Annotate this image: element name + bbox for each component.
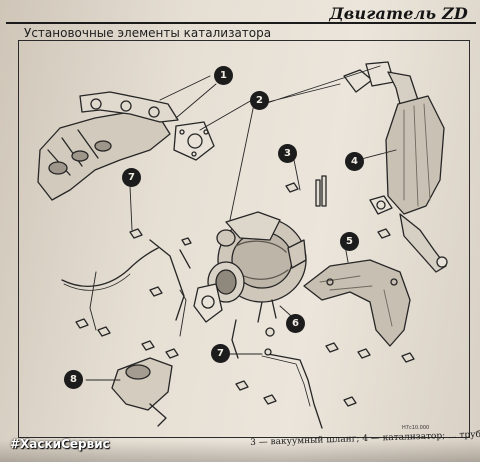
figure-code: H7c10.000	[402, 425, 430, 431]
fasteners	[75, 175, 415, 407]
oil-lines	[61, 239, 323, 429]
callout-5: 5	[340, 232, 359, 251]
callout-8: 8	[64, 370, 83, 389]
watermark-tag: #ХаскиСервис	[10, 437, 110, 451]
callout-7-upper: 7	[122, 168, 141, 187]
callout-2: 2	[250, 91, 269, 110]
illustration-frame	[18, 40, 470, 438]
callout-4: 4	[345, 152, 364, 171]
page-header: Двигатель ZD	[6, 4, 476, 24]
catalytic-converter	[343, 61, 448, 273]
heat-shield	[303, 259, 411, 347]
callout-7-lower: 7	[211, 344, 230, 363]
flange-gasket-left	[173, 121, 215, 161]
exhaust-manifold	[37, 91, 179, 201]
turbo-gasket	[193, 283, 223, 323]
section-title: Установочные элементы катализатора	[24, 26, 272, 40]
callout-1: 1	[214, 66, 233, 85]
callout-6: 6	[286, 314, 305, 333]
page-bottom-shadow	[0, 440, 480, 462]
water-outlet	[111, 357, 173, 427]
chapter-title: Двигатель ZD	[329, 4, 468, 23]
turbocharger	[207, 211, 307, 323]
callout-3: 3	[278, 144, 297, 163]
